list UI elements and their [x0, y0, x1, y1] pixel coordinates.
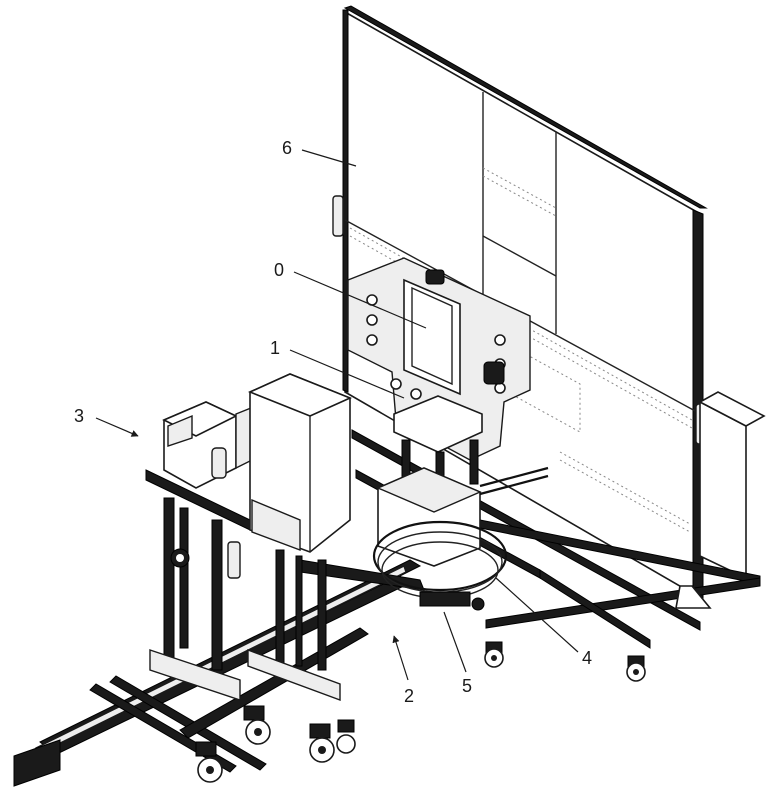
label-5: 5 [462, 676, 472, 696]
caster [337, 720, 355, 753]
label-4: 4 [582, 648, 592, 668]
label-3: 3 [74, 406, 84, 426]
caster [310, 724, 334, 762]
label-0: 0 [274, 260, 284, 280]
caster [244, 706, 270, 744]
leader-3 [96, 418, 138, 436]
caster [627, 656, 645, 681]
label-2: 2 [404, 686, 414, 706]
camera-unit [164, 402, 256, 488]
caster [196, 742, 222, 782]
label-1: 1 [270, 338, 280, 358]
leader-2 [394, 636, 408, 680]
leader-5 [444, 612, 466, 672]
label-6: 6 [282, 138, 292, 158]
caster [485, 642, 503, 667]
panel-base-box [700, 392, 764, 578]
